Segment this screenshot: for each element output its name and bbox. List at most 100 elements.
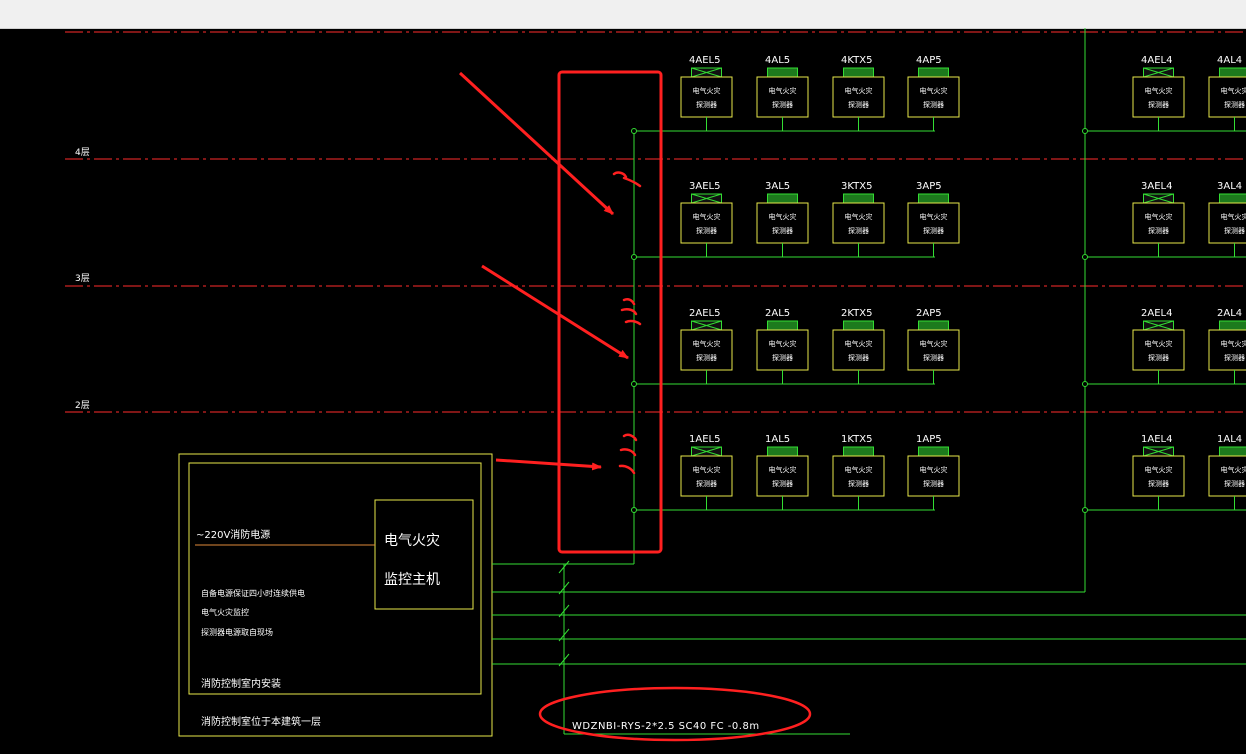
panel-label: 2AEL5 [689,308,720,319]
bus-lines [492,28,1246,735]
annotation-arrow-1 [458,71,615,216]
distribution-box-symbol [918,67,949,78]
panel-label: 4KTX5 [841,55,872,66]
detector-box [680,76,733,118]
panel-label: 1AL4 [1217,434,1242,445]
detector-box [1132,455,1185,497]
highlight-ellipse [538,686,812,742]
detector-label-line1: 电气火灾 [769,339,797,348]
panel-label: 1AL5 [765,434,790,445]
fire-control-room: 电气火灾 监控主机 ~220V消防电源 自备电源保证四小时连续供电 电气火灾监控… [178,453,493,737]
outer-caption: 消防控制室位于本建筑一层 [201,715,321,728]
detector-label-line1: 电气火灾 [920,86,948,95]
detector-box [832,329,885,371]
cable-spec-label: WDZNBI-RYS-2*2.5 SC40 FC -0.8m [572,721,760,732]
symbol-cross [691,193,722,204]
detector-label-line2: 探测器 [1224,226,1245,235]
bus-node [1082,254,1088,260]
inner-caption: 消防控制室内安装 [201,677,281,690]
detector-label-line1: 电气火灾 [1145,339,1173,348]
detector-label-line1: 电气火灾 [769,212,797,221]
panel-label: 4AL4 [1217,55,1242,66]
symbol-cross [691,320,722,331]
detector-box [1208,202,1246,244]
detector-label-line2: 探测器 [848,479,869,488]
detector-label-line2: 探测器 [772,226,793,235]
highlight-rectangle [557,70,663,554]
detector-label-line1: 电气火灾 [693,339,721,348]
detector-label-line1: 电气火灾 [693,86,721,95]
panel-label: 1AEL4 [1141,434,1172,445]
annotation-arrow-3 [495,458,602,471]
detector-box [907,455,960,497]
detector-label-line1: 电气火灾 [845,339,873,348]
panel-label: 3AL5 [765,181,790,192]
panel-label: 3KTX5 [841,181,872,192]
panel-label: 2KTX5 [841,308,872,319]
annotation-arrow-2 [481,264,629,360]
detector-label-line1: 电气火灾 [845,86,873,95]
panel-label: 3AEL5 [689,181,720,192]
cad-drawing-canvas[interactable]: 电气火灾 监控主机 ~220V消防电源 自备电源保证四小时连续供电 电气火灾监控… [0,28,1246,754]
detector-label-line2: 探测器 [1224,479,1245,488]
floor-label-2: 2层 [75,400,90,411]
control-room-inner-frame [188,462,482,695]
detector-box [756,202,809,244]
detector-label-line1: 电气火灾 [693,465,721,474]
detector-label-line1: 电气火灾 [920,465,948,474]
detector-label-line1: 电气火灾 [1145,212,1173,221]
panel-label: 2AEL4 [1141,308,1172,319]
host-note-3: 探测器电源取自现场 [201,627,273,637]
detector-box [680,329,733,371]
detector-label-line1: 电气火灾 [1145,86,1173,95]
bus-node [631,254,637,260]
bus-node [631,381,637,387]
panel-label: 2AL5 [765,308,790,319]
detector-label-line2: 探测器 [923,100,944,109]
window-toolbar [0,0,1246,29]
detector-box [680,455,733,497]
monitor-host-title-line1: 电气火灾 [384,532,440,549]
detector-label-line2: 探测器 [696,100,717,109]
detector-label-line2: 探测器 [696,353,717,362]
detector-box [756,329,809,371]
detector-label-line1: 电气火灾 [1221,86,1246,95]
power-supply-label: ~220V消防电源 [196,528,270,541]
bus-node [1082,507,1088,513]
symbol-cross [1143,446,1174,457]
detector-label-line2: 探测器 [923,479,944,488]
detector-label-line1: 电气火灾 [1221,212,1246,221]
panel-row-4: 1AEL5电气火灾探测器1AL5电气火灾探测器1KTX5电气火灾探测器1AP5电… [631,434,1246,513]
distribution-box-symbol [767,446,798,457]
monitor-host-box[interactable] [374,499,474,610]
panel-rows: 4AEL5电气火灾探测器4AL5电气火灾探测器4KTX5电气火灾探测器4AP5电… [631,55,1246,513]
distribution-box-symbol [1219,193,1246,204]
monitor-host-title-line2: 监控主机 [384,572,440,588]
panel-row-2: 3AEL5电气火灾探测器3AL5电气火灾探测器3KTX5电气火灾探测器3AP5电… [631,181,1246,260]
detector-label-line2: 探测器 [696,479,717,488]
